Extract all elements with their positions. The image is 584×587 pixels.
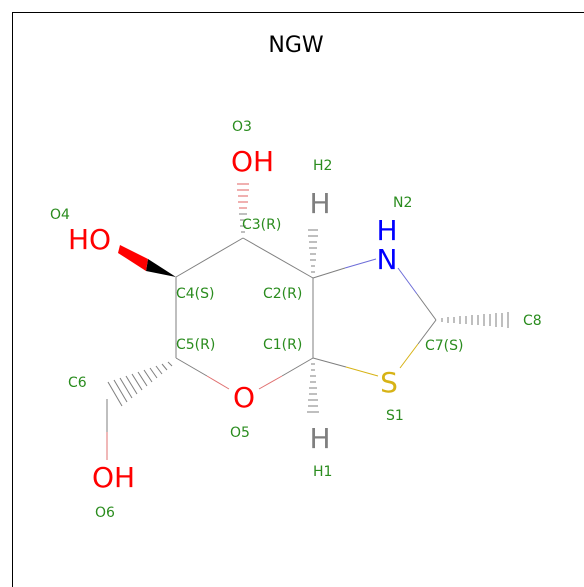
label-c4: C4(S) xyxy=(176,286,215,302)
bond-c2-n2-b xyxy=(344,258,377,269)
label-s1: S1 xyxy=(386,408,404,424)
label-c2: C2(R) xyxy=(263,286,302,302)
label-h2: H2 xyxy=(313,158,332,174)
atom-ho4: HO xyxy=(68,223,111,256)
bond-c5-o5-b xyxy=(206,375,230,390)
atom-s1: S xyxy=(380,366,398,399)
label-c5: C5(R) xyxy=(176,337,215,353)
label-c8: C8 xyxy=(523,313,542,329)
label-n2: N2 xyxy=(393,195,412,211)
label-c7: C7(S) xyxy=(425,338,464,354)
bond-n2-c7-b xyxy=(416,293,437,321)
wedge-c4-o4-black xyxy=(146,259,176,277)
atom-oh3: OH xyxy=(231,145,274,178)
bonds xyxy=(106,237,437,460)
hash-c3-o3 xyxy=(237,183,249,233)
bond-c1-o5-a xyxy=(281,357,314,377)
label-c1: C1(R) xyxy=(263,337,302,353)
bond-c1-o5-b xyxy=(258,375,283,390)
label-c6: C6 xyxy=(68,375,87,391)
label-o3: O3 xyxy=(232,119,252,135)
hash-c2-h2 xyxy=(308,229,318,273)
bond-s1-c1-a xyxy=(345,366,379,377)
label-c3: C3(R) xyxy=(242,217,281,233)
atom-oh6: OH xyxy=(92,461,135,494)
label-o4: O4 xyxy=(50,207,70,223)
label-h1: H1 xyxy=(313,464,332,480)
atom-n2-h: H xyxy=(376,214,397,247)
atom-h2: H xyxy=(309,187,330,220)
label-o6: O6 xyxy=(95,505,115,521)
hash-c1-h1 xyxy=(307,363,319,413)
title: NGW xyxy=(268,33,324,58)
diagram-frame xyxy=(12,12,584,587)
bond-n2-c7-a xyxy=(397,267,418,295)
atom-h1: H xyxy=(309,422,330,455)
atom-n2: N xyxy=(377,243,398,276)
label-o5: O5 xyxy=(230,425,250,441)
bond-s1-c1-b xyxy=(312,357,347,368)
bond-c7-s1-a xyxy=(417,319,437,345)
bond-c3-c4 xyxy=(175,237,244,278)
hash-c5-c6 xyxy=(107,361,173,407)
bond-c2-n2-a xyxy=(312,267,346,279)
bond-c3-c2 xyxy=(242,237,314,279)
bond-c5-o5-a xyxy=(175,357,208,377)
bond-c7-s1-b xyxy=(399,343,419,369)
atom-o5: O xyxy=(233,381,255,414)
wedge-c4-o4-red xyxy=(118,245,148,271)
hash-c7-c8 xyxy=(441,312,509,328)
